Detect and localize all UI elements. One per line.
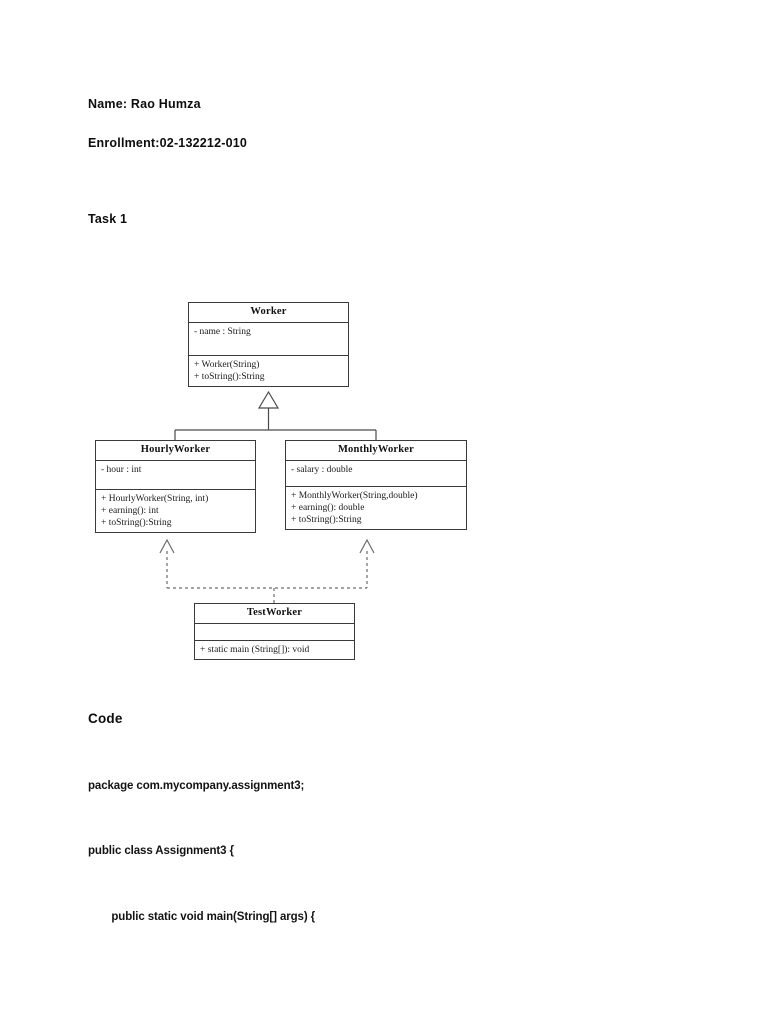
uml-class-monthly-worker-methods: + MonthlyWorker(String,double) + earning…: [286, 487, 466, 529]
uml-class-monthly-worker: MonthlyWorker - salary : double + Monthl…: [285, 440, 467, 530]
dependency-arrowhead-monthly: [359, 538, 375, 554]
enrollment-number-line: Enrollment:02-132212-010: [88, 136, 248, 150]
uml-class-worker-methods: + Worker(String) + toString():String: [189, 356, 348, 386]
task-heading: Task 1: [88, 212, 128, 226]
uml-class-test-worker-title: TestWorker: [195, 604, 354, 624]
code-line-class-declaration: public class Assignment3 {: [88, 845, 234, 857]
uml-class-test-worker-methods: + static main (String[]): void: [195, 641, 354, 659]
uml-method: + earning(): int: [101, 505, 159, 516]
uml-method: + MonthlyWorker(String,double): [291, 490, 418, 501]
uml-class-hourly-worker-methods: + HourlyWorker(String, int) + earning():…: [96, 490, 255, 532]
uml-class-monthly-worker-title: MonthlyWorker: [286, 441, 466, 461]
dependency-arrowhead-hourly: [159, 538, 175, 554]
uml-method: + HourlyWorker(String, int): [101, 493, 209, 504]
uml-method: + toString():String: [194, 371, 265, 382]
uml-method: + earning(): double: [291, 502, 365, 513]
uml-class-monthly-worker-attributes: - salary : double: [286, 461, 466, 487]
uml-attribute: - salary : double: [291, 464, 353, 475]
generalization-arrowhead-worker: [257, 390, 280, 409]
code-heading: Code: [88, 711, 123, 726]
uml-class-hourly-worker-title: HourlyWorker: [96, 441, 255, 461]
uml-method: + toString():String: [101, 517, 172, 528]
uml-class-test-worker-attributes: [195, 624, 354, 641]
uml-attribute: - hour : int: [101, 464, 142, 475]
uml-class-hourly-worker: HourlyWorker - hour : int + HourlyWorker…: [95, 440, 256, 533]
uml-method: + static main (String[]): void: [200, 644, 310, 655]
uml-attribute: - name : String: [194, 326, 251, 337]
uml-class-hourly-worker-attributes: - hour : int: [96, 461, 255, 490]
uml-method: + toString():String: [291, 514, 362, 525]
uml-class-test-worker: TestWorker + static main (String[]): voi…: [194, 603, 355, 660]
code-line-main-method: public static void main(String[] args) {: [99, 911, 316, 923]
uml-class-worker-attributes: - name : String: [189, 323, 348, 356]
uml-method: + Worker(String): [194, 359, 260, 370]
uml-class-worker-title: Worker: [189, 303, 348, 323]
uml-class-worker: Worker - name : String + Worker(String) …: [188, 302, 349, 387]
student-name-line: Name: Rao Humza: [88, 97, 201, 111]
code-line-package: package com.mycompany.assignment3;: [88, 780, 305, 792]
